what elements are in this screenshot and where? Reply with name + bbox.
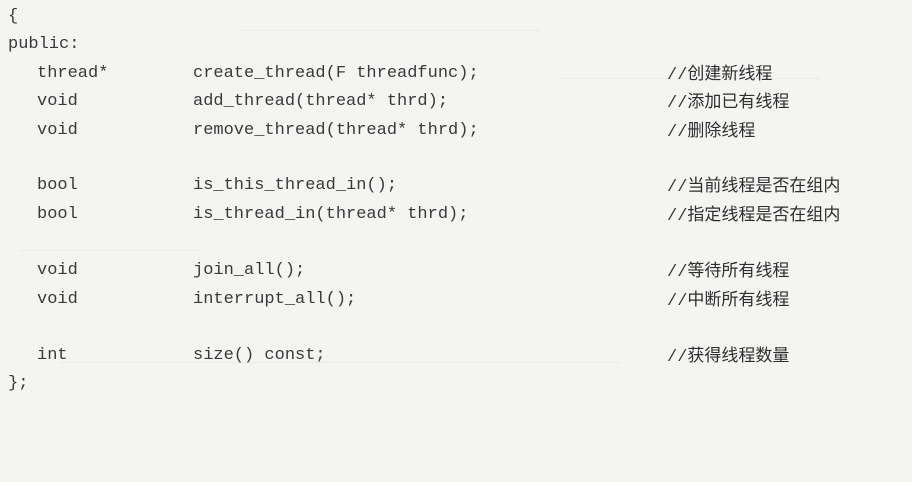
member-comment: //当前线程是否在组内 xyxy=(667,172,840,202)
comment-prefix: // xyxy=(667,348,688,367)
code-line-member: int size() const; //获得线程数量 xyxy=(0,342,912,370)
member-comment: //指定线程是否在组内 xyxy=(667,201,840,231)
comment-text: 添加已有线程 xyxy=(687,92,790,112)
member-declaration: size() const; xyxy=(193,346,326,365)
code-line-member: void add_thread(thread* thrd); //添加已有线程 xyxy=(0,88,912,116)
member-comment: //添加已有线程 xyxy=(667,88,789,118)
member-return-type: thread* xyxy=(37,64,109,83)
member-declaration: interrupt_all(); xyxy=(193,290,357,309)
comment-text: 获得线程数量 xyxy=(687,346,790,366)
code-line-member: void remove_thread(thread* thrd); //删除线程 xyxy=(0,117,912,145)
open-brace: { xyxy=(8,7,19,26)
comment-text: 创建新线程 xyxy=(687,64,773,84)
comment-prefix: // xyxy=(667,178,688,197)
comment-prefix: // xyxy=(667,66,688,85)
member-comment: //等待所有线程 xyxy=(667,257,789,287)
code-line-open-brace: { xyxy=(0,3,912,31)
member-declaration: is_thread_in(thread* thrd); xyxy=(193,205,469,224)
code-line-member: bool is_thread_in(thread* thrd); //指定线程是… xyxy=(0,201,912,229)
member-return-type: bool xyxy=(37,176,78,195)
code-line-member: void interrupt_all(); //中断所有线程 xyxy=(0,286,912,314)
member-comment: //创建新线程 xyxy=(667,60,772,90)
close-brace: }; xyxy=(8,374,29,393)
member-return-type: void xyxy=(37,121,78,140)
member-return-type: int xyxy=(37,346,68,365)
comment-text: 指定线程是否在组内 xyxy=(687,205,841,225)
comment-prefix: // xyxy=(667,94,688,113)
member-declaration: add_thread(thread* thrd); xyxy=(193,92,449,111)
code-line-member: thread* create_thread(F threadfunc); //创… xyxy=(0,60,912,88)
code-line-close-brace: }; xyxy=(0,370,912,398)
member-comment: //中断所有线程 xyxy=(667,286,789,316)
code-line-member: void join_all(); //等待所有线程 xyxy=(0,257,912,285)
member-declaration: is_this_thread_in(); xyxy=(193,176,398,195)
member-comment: //获得线程数量 xyxy=(667,342,789,372)
comment-text: 等待所有线程 xyxy=(687,261,790,281)
comment-prefix: // xyxy=(667,207,688,226)
comment-prefix: // xyxy=(667,263,688,282)
code-listing: { public: thread* create_thread(F thread… xyxy=(0,3,912,398)
member-return-type: void xyxy=(37,261,78,280)
member-comment: //删除线程 xyxy=(667,117,755,147)
code-line-member: bool is_this_thread_in(); //当前线程是否在组内 xyxy=(0,172,912,200)
member-return-type: bool xyxy=(37,205,78,224)
comment-prefix: // xyxy=(667,292,688,311)
comment-text: 删除线程 xyxy=(687,121,756,141)
member-return-type: void xyxy=(37,92,78,111)
member-declaration: join_all(); xyxy=(193,261,306,280)
comment-text: 中断所有线程 xyxy=(687,290,790,310)
code-line-access-specifier: public: xyxy=(0,31,912,59)
comment-text: 当前线程是否在组内 xyxy=(687,176,841,196)
member-declaration: create_thread(F threadfunc); xyxy=(193,64,479,83)
access-specifier: public: xyxy=(8,35,80,54)
comment-prefix: // xyxy=(667,123,688,142)
member-declaration: remove_thread(thread* thrd); xyxy=(193,121,479,140)
member-return-type: void xyxy=(37,290,78,309)
